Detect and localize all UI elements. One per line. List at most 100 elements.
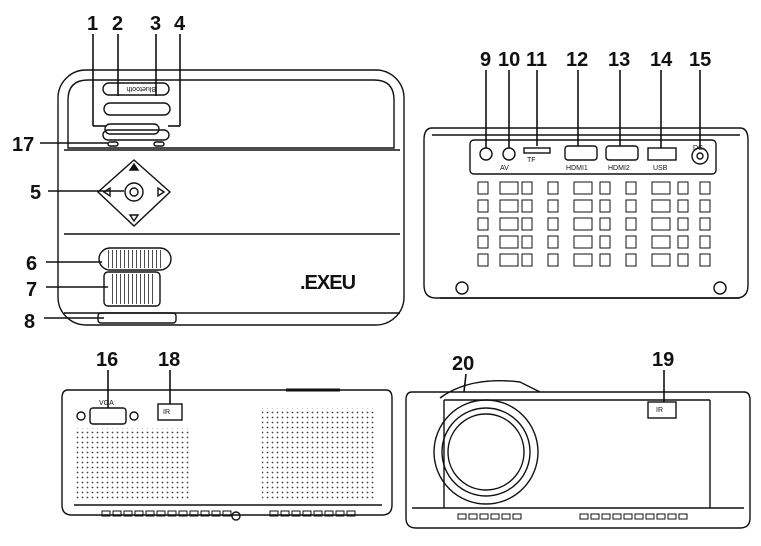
bottom-slot (211, 510, 221, 517)
hdmi1-port[interactable] (564, 145, 598, 161)
top-view-body (57, 69, 405, 326)
vga-port[interactable] (89, 407, 127, 425)
bottom-slot (490, 513, 500, 520)
power-led (107, 141, 119, 147)
top-view-upper-panel (67, 79, 395, 149)
usb-port[interactable] (647, 147, 677, 161)
vent-slot (573, 217, 593, 231)
navigation-pad[interactable] (96, 159, 172, 227)
vent-slot (547, 199, 559, 213)
vent-slot (599, 253, 611, 267)
bluetooth-button[interactable] (102, 82, 170, 96)
callout-20: 20 (452, 353, 474, 375)
vent-slot (573, 199, 593, 213)
vga-label: VGA (99, 400, 114, 407)
tf-label: TF (527, 157, 536, 164)
hdmi2-port[interactable] (605, 145, 639, 161)
vent-slot (547, 235, 559, 249)
callout-16: 16 (96, 349, 118, 371)
front-view-body (405, 391, 751, 529)
vent-slot (625, 181, 637, 195)
vent-slot (477, 235, 489, 249)
bluetooth-label: Bluetooth (126, 85, 156, 92)
vent-slot (599, 181, 611, 195)
bottom-slot (479, 513, 489, 520)
bottom-slot (291, 510, 301, 517)
vent-slot (547, 181, 559, 195)
focus-wheel[interactable] (98, 247, 172, 271)
front-ir-receiver (647, 401, 677, 419)
bottom-slot (612, 513, 622, 520)
callout-15: 15 (689, 49, 711, 71)
tf-slot[interactable] (523, 147, 551, 154)
lens-glass (447, 413, 525, 491)
vent-slot (651, 181, 671, 195)
vent-slot (499, 199, 519, 213)
callout-14: 14 (650, 49, 673, 71)
headphone-jack[interactable] (479, 147, 493, 161)
vent-slot (651, 253, 671, 267)
bottom-slot (269, 510, 279, 517)
side-ir-receiver (157, 403, 183, 421)
bottom-slot (634, 513, 644, 520)
vent-slot (699, 217, 711, 231)
callout-2: 2 (112, 13, 123, 35)
zoom-wheel[interactable] (103, 271, 161, 307)
side-vent-right (262, 408, 374, 500)
bottom-slot (178, 510, 188, 517)
status-led (153, 141, 165, 147)
callout-12: 12 (566, 49, 588, 71)
dc-label: DC (693, 145, 703, 152)
bottom-slot (200, 510, 210, 517)
source-button[interactable] (102, 129, 170, 141)
av-label: AV (500, 165, 509, 172)
callout-13: 13 (608, 49, 630, 71)
bottom-slot (346, 510, 356, 517)
side-bottom-slots (101, 510, 356, 517)
callout-7: 7 (26, 279, 37, 301)
bottom-slot (101, 510, 111, 517)
callout-17: 17 (12, 134, 34, 156)
front-bottom-slots (457, 513, 688, 520)
bottom-slot (579, 513, 589, 520)
hdmi1-label: HDMI1 (566, 165, 588, 172)
callout-9: 9 (480, 49, 491, 71)
menu-button[interactable] (104, 123, 160, 135)
brand-logo: .EXEU (300, 272, 356, 294)
bottom-slot (222, 510, 232, 517)
callout-numbers: 1 2 3 4 5 6 7 8 9 10 11 12 13 14 15 16 1… (12, 13, 711, 375)
vent-slot (477, 253, 489, 267)
vent-slot (651, 217, 671, 231)
vent-slot (677, 181, 689, 195)
vent-slot (521, 217, 533, 231)
bottom-slot (590, 513, 600, 520)
lens-hood (439, 380, 541, 399)
lens-cap-edge (97, 312, 177, 324)
vent-slot (699, 253, 711, 267)
vent-slot (625, 199, 637, 213)
vent-slot (573, 253, 593, 267)
vent-slot (699, 181, 711, 195)
hdmi2-label: HDMI2 (608, 165, 630, 172)
bottom-slot (623, 513, 633, 520)
side-ir-label: IR (163, 409, 170, 416)
top-view: .EXEU Bluetooth (57, 69, 405, 326)
vent-slot (625, 217, 637, 231)
vent-slot (477, 181, 489, 195)
side-view-body (61, 389, 393, 516)
bottom-slot (145, 510, 155, 517)
bottom-slot (501, 513, 511, 520)
button-2-bar[interactable] (103, 102, 171, 116)
callout-6: 6 (26, 253, 37, 275)
side-vent-left (76, 428, 190, 500)
ok-button[interactable] (124, 182, 144, 202)
vent-slot (477, 199, 489, 213)
bottom-slot (324, 510, 334, 517)
leader-lines (40, 34, 701, 408)
bottom-slot (457, 513, 467, 520)
av-jack[interactable] (502, 147, 516, 161)
vent-slot (699, 235, 711, 249)
vent-slot (477, 217, 489, 231)
callout-8: 8 (24, 311, 35, 333)
